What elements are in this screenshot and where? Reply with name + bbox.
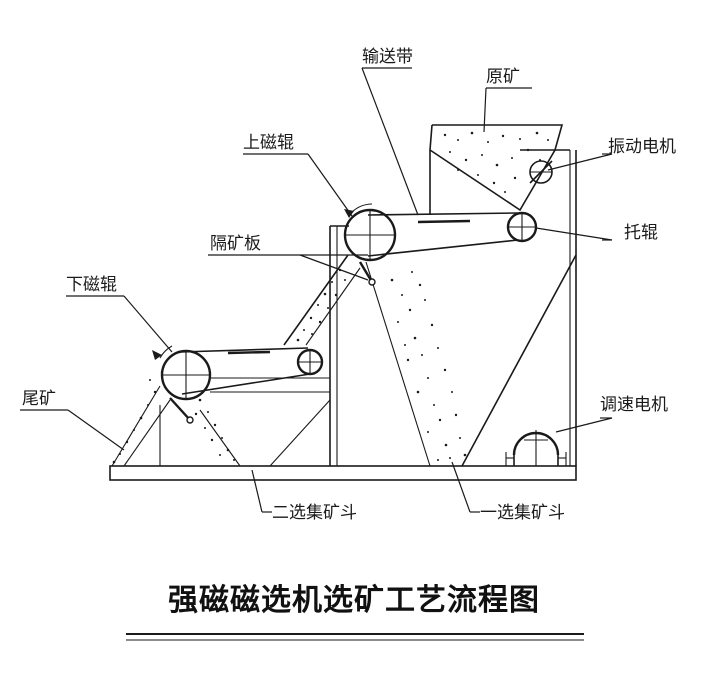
label-conveyor-belt: 输送带 <box>362 47 413 67</box>
label-raw-ore: 原矿 <box>486 67 520 87</box>
raw-ore-particles <box>443 131 549 193</box>
idler-roller <box>506 211 538 243</box>
first-stage-ore-flow <box>390 271 467 461</box>
label-lower-magnetic-roller: 下磁辊 <box>66 275 117 295</box>
tailings-particles <box>112 370 164 464</box>
lower-magnetic-roller <box>152 345 212 401</box>
adjusting-motor <box>505 430 567 466</box>
lower-idler-roller <box>296 348 324 376</box>
title-underline <box>126 633 584 641</box>
label-idler-roller: 托辊 <box>624 223 658 243</box>
label-second-concentrate-hopper: 二选集矿斗 <box>272 503 357 523</box>
label-upper-magnetic-roller: 上磁辊 <box>243 133 294 153</box>
label-first-concentrate-hopper: 一选集矿斗 <box>480 503 565 523</box>
machine-frame <box>109 124 577 481</box>
second-stage-ore-flow <box>194 398 235 461</box>
rotation-arrow-icon <box>344 209 354 218</box>
lower-separator-plate <box>169 397 194 424</box>
upper-magnetic-roller <box>343 203 397 262</box>
diagram-title: 强磁磁选机选矿工艺流程图 <box>168 583 540 618</box>
ore-separator-plate <box>358 261 376 286</box>
chute-ore-flow <box>296 268 346 342</box>
label-adjusting-motor: 调速电机 <box>600 395 668 415</box>
label-ore-separator-plate: 隔矿板 <box>210 234 261 254</box>
label-tailings: 尾矿 <box>22 389 56 409</box>
rotation-arrow-icon <box>152 350 162 360</box>
ore-particles <box>112 131 549 464</box>
label-vibration-motor: 振动电机 <box>608 137 676 157</box>
leader-lines <box>20 67 613 513</box>
vibration-motor <box>529 160 553 184</box>
